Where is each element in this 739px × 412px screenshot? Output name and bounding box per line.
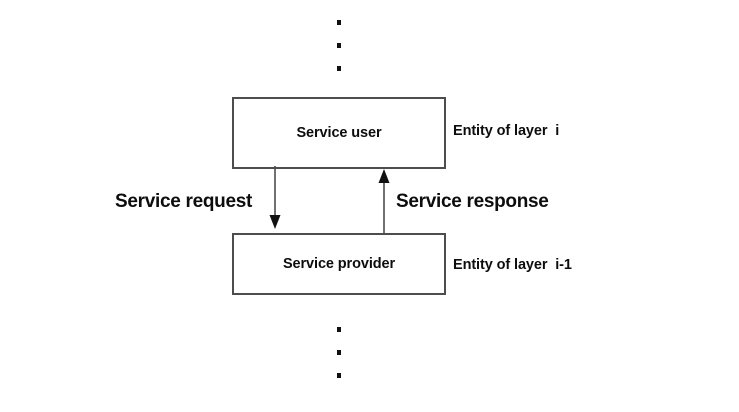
ellipsis-dot	[337, 20, 341, 25]
service-response-arrow-head	[378, 169, 390, 183]
ellipsis-dot	[337, 373, 341, 378]
service-response-arrow	[378, 169, 390, 233]
ellipsis-dot	[337, 66, 341, 71]
ellipsis-dot	[337, 43, 341, 48]
service-request-label: Service request	[115, 191, 253, 212]
service-provider-label: Service provider	[282, 256, 396, 272]
service-provider-box: Service provider	[232, 233, 446, 295]
ellipsis-dots-bottom	[334, 327, 344, 378]
entity-of-layer-i-caption: Entity of layer i	[453, 123, 560, 139]
service-request-arrow-head	[269, 215, 281, 229]
service-user-box: Service user	[232, 97, 446, 169]
ellipsis-dot	[337, 327, 341, 332]
service-request-arrow	[269, 166, 281, 229]
entity-of-layer-i-minus-1-caption: Entity of layer i-1	[453, 257, 572, 273]
ellipsis-dots-top	[334, 20, 344, 71]
service-user-label: Service user	[296, 125, 382, 141]
service-response-label: Service response	[396, 191, 549, 212]
ellipsis-dot	[337, 350, 341, 355]
